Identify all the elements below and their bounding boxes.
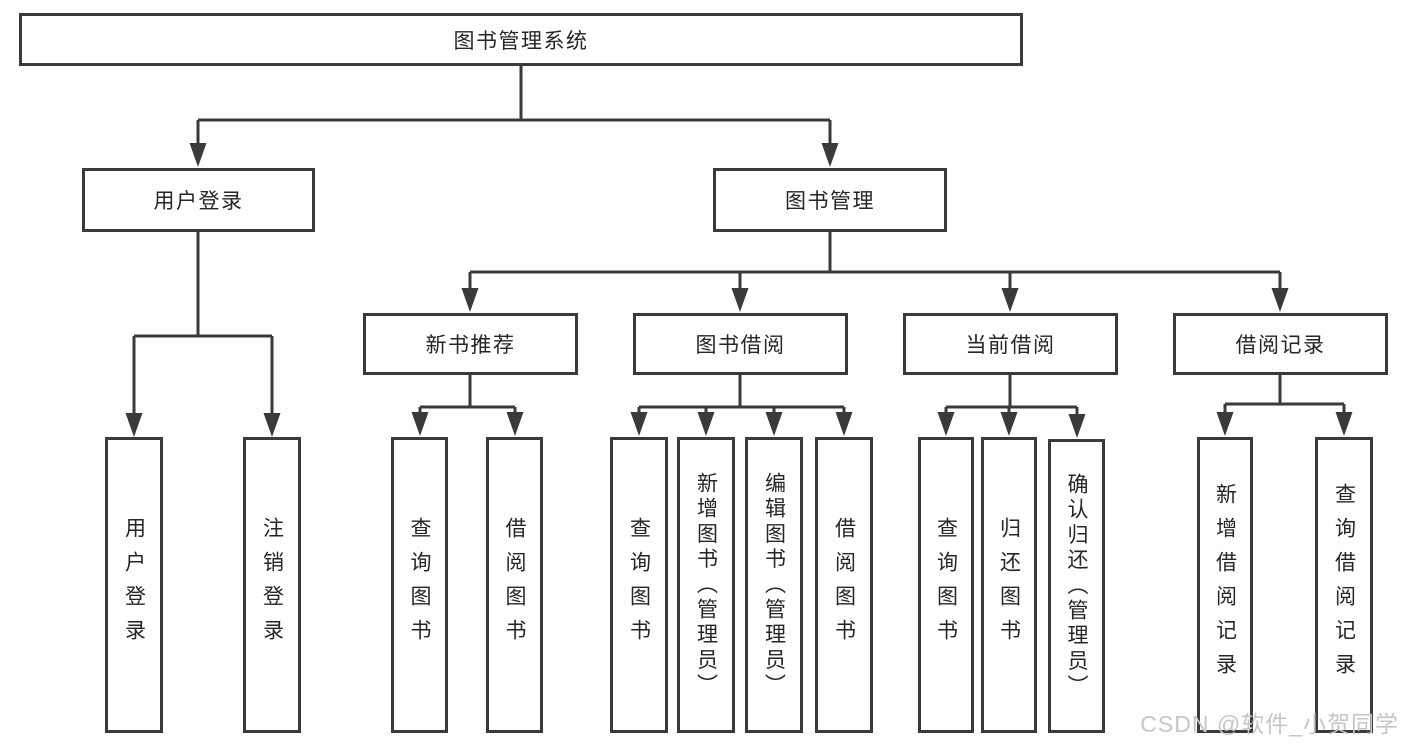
- leaf-return-books: 归还图书: [981, 437, 1037, 733]
- node-book-borrowing: 图书借阅: [633, 313, 848, 375]
- leaf-query-books-recommend: 查询图书: [391, 437, 448, 733]
- leaf-borrow-books-borrowing: 借阅图书: [815, 437, 873, 733]
- leaf-query-books-recommend-label: 查询图书: [408, 516, 431, 654]
- node-new-book-recommend: 新书推荐: [363, 313, 578, 375]
- node-user-login-label: 用户登录: [153, 190, 244, 213]
- leaf-borrow-books-borrowing-label: 借阅图书: [832, 516, 856, 654]
- leaf-user-login-label: 用户登录: [122, 516, 146, 654]
- leaf-user-login: 用户登录: [105, 437, 163, 733]
- node-book-management: 图书管理: [713, 168, 947, 232]
- leaf-add-borrow-record-label: 新增借阅记录: [1213, 482, 1237, 688]
- node-borrowing-records-label: 借阅记录: [1235, 334, 1326, 357]
- node-current-borrowing-label: 当前借阅: [965, 334, 1056, 357]
- leaf-query-borrow-record: 查询借阅记录: [1315, 437, 1373, 733]
- node-current-borrowing: 当前借阅: [903, 313, 1118, 375]
- node-root-label: 图书管理系统: [453, 29, 589, 53]
- leaf-query-borrow-record-label: 查询借阅记录: [1332, 482, 1356, 688]
- leaf-borrow-books-recommend: 借阅图书: [486, 437, 543, 733]
- leaf-query-books-current: 查询图书: [918, 437, 974, 733]
- leaf-edit-books-admin-label: 编辑图书（管理员）: [762, 471, 786, 699]
- leaf-add-books-admin-label: 新增图书（管理员）: [694, 471, 718, 699]
- leaf-logout: 注销登录: [243, 437, 301, 733]
- arrowheads: [125, 143, 1353, 438]
- leaf-confirm-return-admin: 确认归还（管理员）: [1048, 439, 1105, 733]
- node-book-management-label: 图书管理: [785, 190, 875, 213]
- csdn-watermark: CSDN @软件_小贺同学: [1140, 711, 1399, 737]
- leaf-confirm-return-admin-label: 确认归还（管理员）: [1065, 472, 1088, 700]
- node-book-borrowing-label: 图书借阅: [695, 334, 786, 357]
- leaf-query-books-current-label: 查询图书: [934, 516, 958, 654]
- leaf-add-books-admin: 新增图书（管理员）: [677, 437, 735, 733]
- leaf-add-borrow-record: 新增借阅记录: [1197, 437, 1253, 733]
- leaf-logout-label: 注销登录: [260, 516, 284, 654]
- leaf-query-books-borrowing-label: 查询图书: [627, 516, 651, 654]
- leaf-return-books-label: 归还图书: [997, 516, 1021, 654]
- leaf-borrow-books-recommend-label: 借阅图书: [503, 516, 526, 654]
- leaf-edit-books-admin: 编辑图书（管理员）: [745, 437, 803, 733]
- leaf-query-books-borrowing: 查询图书: [610, 437, 668, 733]
- node-borrowing-records: 借阅记录: [1173, 313, 1388, 375]
- node-new-book-recommend-label: 新书推荐: [425, 334, 516, 357]
- node-root: 图书管理系统: [19, 13, 1023, 66]
- node-user-login: 用户登录: [82, 168, 315, 232]
